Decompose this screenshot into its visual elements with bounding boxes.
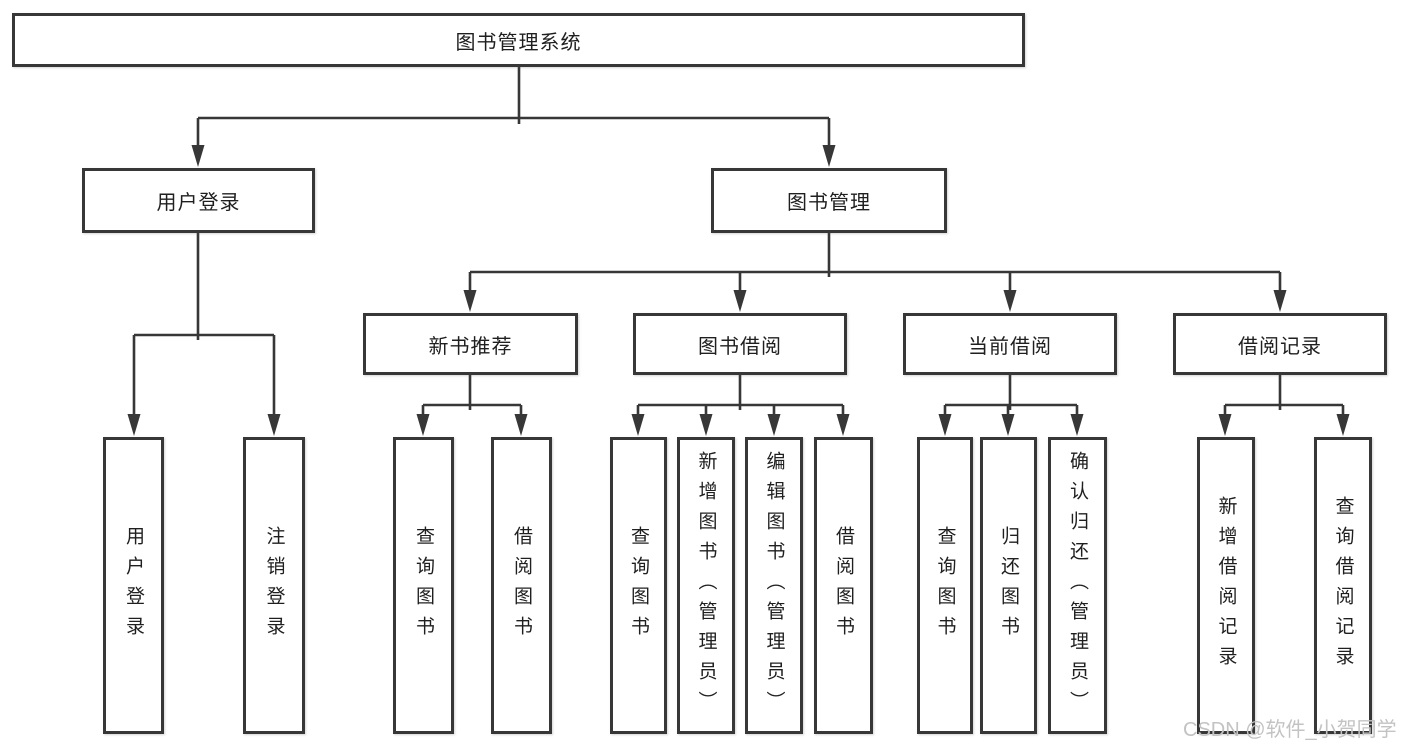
leaf-borrow-book: 借阅图书: [814, 437, 873, 734]
leaf-borrow-query-book-label: 查询图书: [628, 525, 649, 646]
leaf-borrow-query-book: 查询图书: [610, 437, 667, 734]
leaf-return-book: 归还图书: [980, 437, 1037, 734]
edge-borrow-record-to-children: [1218, 375, 1350, 436]
leaf-newrec-query-book-label: 查询图书: [413, 525, 434, 646]
leaf-edit-book-admin: 编辑图书（管理员）: [745, 437, 803, 734]
leaf-current-query-book-label: 查询图书: [934, 525, 956, 646]
leaf-return-book-label: 归还图书: [998, 525, 1019, 646]
node-current-borrow: 当前借阅: [903, 313, 1117, 375]
leaf-add-borrow-record: 新增借阅记录: [1197, 437, 1255, 734]
leaf-query-borrow-record: 查询借阅记录: [1314, 437, 1372, 734]
node-current-borrow-label: 当前借阅: [968, 335, 1052, 358]
node-borrow-record: 借阅记录: [1173, 313, 1387, 375]
node-book-mgmt-label: 图书管理: [787, 192, 871, 214]
leaf-query-borrow-record-label: 查询借阅记录: [1332, 495, 1354, 676]
arrowhead: [1336, 414, 1350, 436]
node-new-book-rec: 新书推荐: [363, 313, 578, 375]
leaf-newrec-query-book: 查询图书: [393, 437, 454, 734]
arrowhead: [191, 145, 205, 167]
leaf-current-query-book: 查询图书: [917, 437, 973, 734]
node-book-mgmt: 图书管理: [711, 168, 947, 233]
edge-book-mgmt-to-level3: [463, 233, 1287, 312]
node-root-label: 图书管理系统: [455, 31, 582, 54]
arrowhead: [127, 414, 141, 436]
arrowhead: [699, 414, 713, 436]
leaf-logout: 注销登录: [243, 437, 305, 734]
leaf-newrec-borrow-book: 借阅图书: [491, 437, 552, 734]
arrowhead: [733, 290, 747, 312]
node-book-borrow-label: 图书借阅: [698, 335, 782, 358]
node-borrow-record-label: 借阅记录: [1238, 335, 1322, 358]
arrowhead: [514, 414, 528, 436]
edge-new-book-to-children: [416, 375, 528, 436]
edge-root-to-level2: [191, 67, 836, 167]
arrowhead: [767, 414, 781, 436]
node-new-book-rec-label: 新书推荐: [428, 335, 513, 358]
arrowhead: [463, 290, 477, 312]
edge-current-borrow-to-children: [938, 375, 1084, 436]
node-book-borrow: 图书借阅: [633, 313, 847, 375]
arrowhead: [416, 414, 430, 436]
leaf-add-book-admin-label: 新增图书（管理员）: [695, 450, 717, 721]
arrowhead: [938, 414, 952, 436]
leaf-user-login-label: 用户登录: [123, 525, 144, 646]
leaf-confirm-return-admin: 确认归还（管理员）: [1048, 437, 1107, 734]
arrowhead: [631, 414, 645, 436]
leaf-borrow-book-label: 借阅图书: [833, 525, 854, 646]
node-root: 图书管理系统: [12, 13, 1025, 67]
leaf-add-book-admin: 新增图书（管理员）: [677, 437, 735, 734]
arrowhead: [1273, 290, 1287, 312]
arrowhead: [1003, 290, 1017, 312]
node-user-login-label: 用户登录: [156, 192, 241, 214]
node-user-login: 用户登录: [82, 168, 315, 233]
arrowhead: [822, 145, 836, 167]
csdn-watermark: CSDN @软件_小贺同学: [1183, 719, 1397, 741]
arrowhead: [1218, 414, 1232, 436]
arrowhead: [1001, 414, 1015, 436]
arrowhead: [836, 414, 850, 436]
edge-book-borrow-to-children: [631, 375, 850, 436]
edge-user-login-to-children: [127, 233, 281, 436]
leaf-user-login: 用户登录: [103, 437, 164, 734]
leaf-confirm-return-admin-label: 确认归还（管理员）: [1067, 450, 1088, 721]
arrowhead: [1070, 414, 1084, 436]
leaf-add-borrow-record-label: 新增借阅记录: [1215, 495, 1237, 676]
leaf-newrec-borrow-book-label: 借阅图书: [511, 525, 532, 646]
leaf-edit-book-admin-label: 编辑图书（管理员）: [763, 450, 785, 721]
leaf-logout-label: 注销登录: [263, 525, 285, 646]
arrowhead: [267, 414, 281, 436]
